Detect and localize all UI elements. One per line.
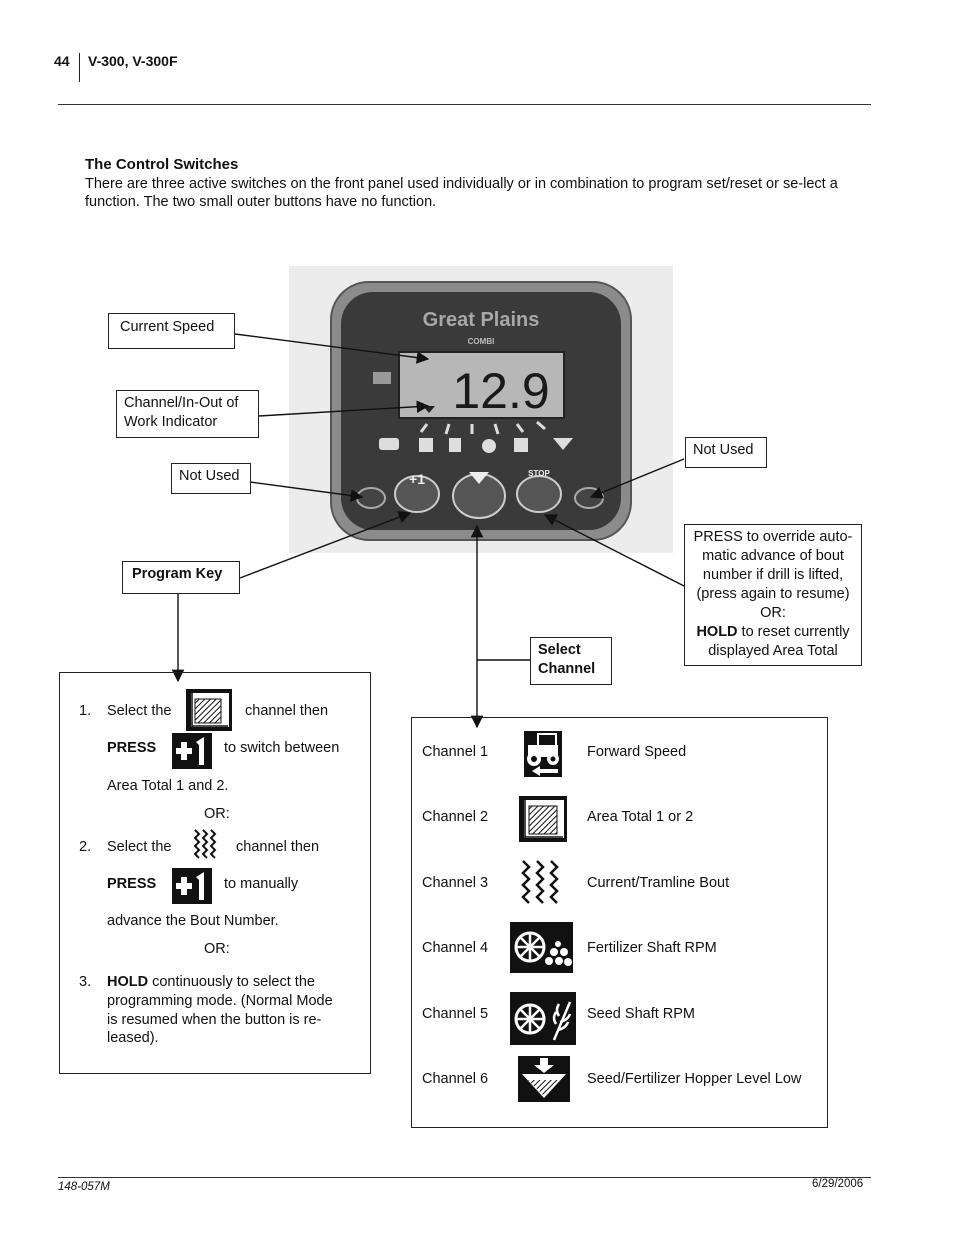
channel-5-label: Channel 5 [422, 1006, 489, 1022]
bout-icon [191, 828, 221, 862]
channel-4-label: Channel 4 [422, 940, 489, 956]
channel-1-desc: Forward Speed [587, 744, 687, 760]
seed-shaft-icon [510, 992, 576, 1045]
step3-hold: HOLD [107, 974, 149, 990]
override-line1: PRESS to override auto- [693, 529, 853, 545]
current-speed-text: Current Speed [120, 319, 215, 335]
stop-label: STOP [528, 469, 550, 478]
speed-readout: 12.9 [452, 363, 549, 419]
channel-2-desc: Area Total 1 or 2 [587, 809, 694, 825]
channel-6-desc: Seed/Fertilizer Hopper Level Low [587, 1071, 802, 1087]
channel-3-label: Channel 3 [422, 875, 489, 891]
not-used-right-callout: Not Used [685, 437, 767, 468]
channel-1-label: Channel 1 [422, 744, 489, 760]
model-title: V-300, V-300F [88, 53, 178, 69]
override-line3: number if drill is lifted, [702, 567, 844, 583]
override-line2: matic advance of bout [702, 548, 844, 564]
step2-channel-then: channel then [236, 839, 320, 855]
step2-press: PRESS [107, 876, 157, 892]
step1-number: 1. [79, 703, 92, 719]
step3-line2: programming mode. (Normal Mode [107, 993, 333, 1009]
channel-6-label: Channel 6 [422, 1071, 489, 1087]
step1-select: Select the [107, 703, 172, 719]
fertilizer-shaft-icon [510, 922, 573, 973]
channel-indicator-callout: Channel/In-Out of Work Indicator [116, 390, 259, 438]
bout-icon [519, 859, 567, 909]
top-rule [58, 104, 871, 105]
not-used-left-text: Not Used [179, 468, 240, 484]
doc-number: 148-057M [58, 1181, 110, 1193]
step1-press: PRESS [107, 740, 157, 756]
doc-date: 6/29/2006 [812, 1178, 864, 1190]
bottom-rule [58, 1177, 871, 1178]
current-speed-callout: Current Speed [108, 313, 235, 349]
override-line4: (press again to resume) [696, 586, 850, 602]
step3-continuously: continuously to select the [148, 974, 315, 990]
channel-icons-row [379, 438, 573, 453]
step3-line4: leased). [107, 1030, 159, 1046]
override-line6-rest: to reset currently [737, 624, 850, 640]
or-1: OR: [204, 806, 230, 822]
select-channel-line2: Channel [538, 661, 596, 677]
program-key-text: Program Key [132, 566, 223, 582]
step1-channel-then: channel then [245, 703, 329, 719]
channel-2-label: Channel 2 [422, 809, 489, 825]
override-hold: HOLD [696, 624, 738, 640]
step3-line1: HOLD continuously to select the [107, 974, 315, 990]
channel-indicator-line2: Work Indicator [124, 414, 218, 430]
select-channel-callout: Select Channel [530, 637, 612, 685]
page-number: 44 [54, 53, 70, 69]
override-line7: displayed Area Total [708, 643, 838, 659]
brand-logo: Great Plains [423, 309, 540, 331]
channel-indicator-line1: Channel/In-Out of [124, 395, 239, 411]
step2-advance: advance the Bout Number. [107, 913, 279, 929]
stop-button[interactable] [516, 475, 562, 513]
step3-line3: is resumed when the button is re- [107, 1012, 322, 1028]
plus-one-icon [172, 733, 212, 769]
program-key-callout: Program Key [122, 561, 240, 594]
step2-select: Select the [107, 839, 172, 855]
area-icon [186, 689, 232, 731]
override-or: OR: [760, 605, 786, 621]
plus-one-icon [172, 868, 212, 904]
section-title: The Control Switches [85, 156, 239, 173]
model-badge: COMBI [468, 337, 495, 346]
channel-4-desc: Fertilizer Shaft RPM [587, 940, 717, 956]
program-steps-box [59, 672, 371, 1074]
step3-number: 3. [79, 974, 92, 990]
select-channel-line1: Select [538, 642, 581, 658]
plus-one-button[interactable] [394, 475, 440, 513]
intro-paragraph: There are three active switches on the f… [85, 176, 838, 210]
press-override-callout: PRESS to override auto- matic advance of… [684, 524, 862, 666]
step2-manually: to manually [224, 876, 299, 892]
indicator-ticks [419, 420, 546, 435]
channel-list-box [411, 717, 828, 1128]
override-line6: HOLD to reset currently [687, 623, 859, 642]
step2-number: 2. [79, 839, 92, 855]
not-used-left-callout: Not Used [171, 463, 251, 494]
step1-switch: to switch between [224, 740, 340, 756]
not-used-right-text: Not Used [693, 442, 754, 458]
step1-area-total: Area Total 1 and 2. [107, 778, 229, 794]
hopper-level-icon [518, 1056, 570, 1102]
or-2: OR: [204, 941, 230, 957]
plus-one-label: +1 [409, 471, 425, 487]
device-photo: Great Plains COMBI 12.9 +1 STOP [289, 266, 673, 553]
channel-3-desc: Current/Tramline Bout [587, 875, 730, 891]
channel-5-desc: Seed Shaft RPM [587, 1006, 695, 1022]
area-icon [519, 796, 567, 842]
header-divider [79, 53, 80, 82]
tractor-icon [524, 731, 562, 777]
